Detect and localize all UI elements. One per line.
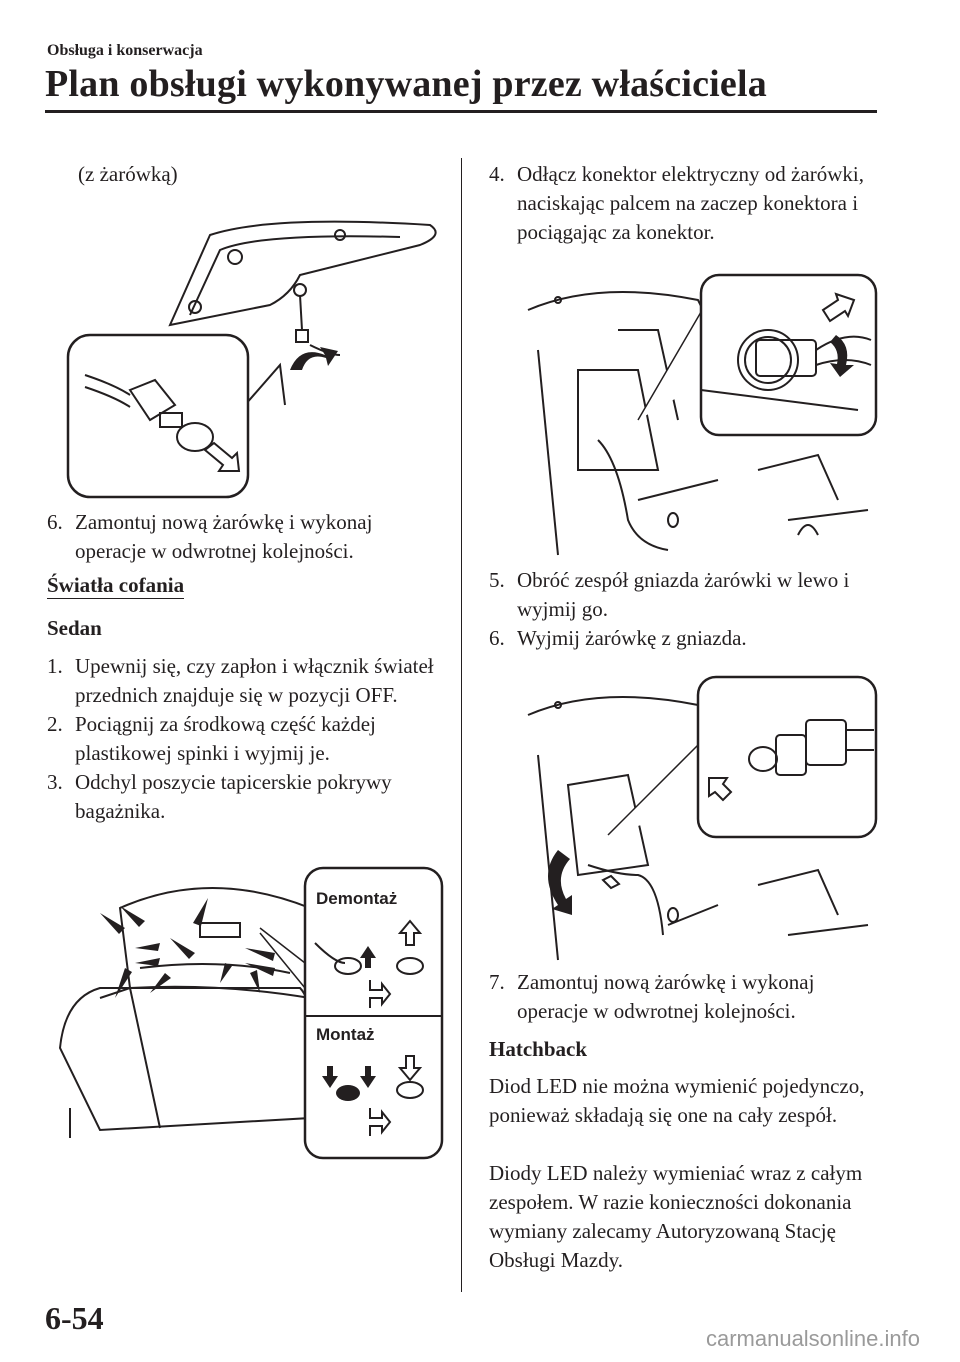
column-divider	[461, 158, 462, 1292]
title-divider	[45, 110, 877, 113]
left-step-6: 6. Zamontuj nową żarówkę i wykonaj opera…	[47, 510, 373, 563]
right-step-4: 4. Odłącz konektor elektryczny od żarówk…	[489, 162, 864, 244]
subheading-sedan: Sedan	[47, 616, 102, 640]
figure-connector	[527, 273, 878, 556]
sedan-step-2: 2. Pociągnij za środkową część każdej pl…	[47, 712, 376, 765]
sedan-steps: 1. Upewnij się, czy zapłon i włącznik św…	[47, 652, 452, 826]
push-arrow-icon	[322, 946, 376, 1101]
rotate-arrow-icon	[548, 850, 572, 915]
rotate-arrow-icon	[290, 347, 338, 370]
label-install: Montaż	[316, 1025, 375, 1044]
subheading-hatchback: Hatchback	[489, 1037, 588, 1061]
figure-trunk-lid-clips: Demontaż Montaż	[58, 866, 444, 1160]
sedan-step-3: 3. Odchyl poszycie tapicerskie pokrywy b…	[47, 770, 392, 823]
caption-with-bulb: (z żarówką)	[78, 162, 178, 186]
pull-arrow-icon	[203, 441, 241, 472]
page-title: Plan obsługi wykonywanej przez właścicie…	[45, 63, 767, 105]
sedan-step-1: 1. Upewnij się, czy zapłon i włącznik św…	[47, 654, 434, 707]
figure-tail-lamp-bulb	[66, 220, 437, 499]
right-step-6: 6. Wyjmij żarówkę z gniazda.	[489, 626, 747, 650]
right-step-7: 7. Zamontuj nową żarówkę i wykonaj opera…	[489, 970, 815, 1023]
hatchback-paragraph-1: Diod LED nie można wymienić pojedynczo, …	[489, 1074, 865, 1127]
pull-arrow-icon	[708, 777, 733, 802]
label-removal: Demontaż	[316, 889, 397, 908]
pull-arrow-icon	[821, 292, 856, 323]
heading-reverse-lights: Światła cofania	[47, 573, 185, 599]
page-number: 6-54	[45, 1300, 104, 1336]
right-step-5: 5. Obróć zespół gniazda żarówki w lewo i…	[489, 568, 850, 621]
watermark: carmanualsonline.info	[705, 1326, 920, 1351]
press-arrow-icon	[830, 335, 854, 377]
section-label: Obsługa i konserwacja	[47, 42, 203, 59]
hatchback-paragraph-2: Diody LED należy wymieniać wraz z całym …	[489, 1161, 863, 1272]
figure-socket-bulb	[527, 675, 878, 961]
